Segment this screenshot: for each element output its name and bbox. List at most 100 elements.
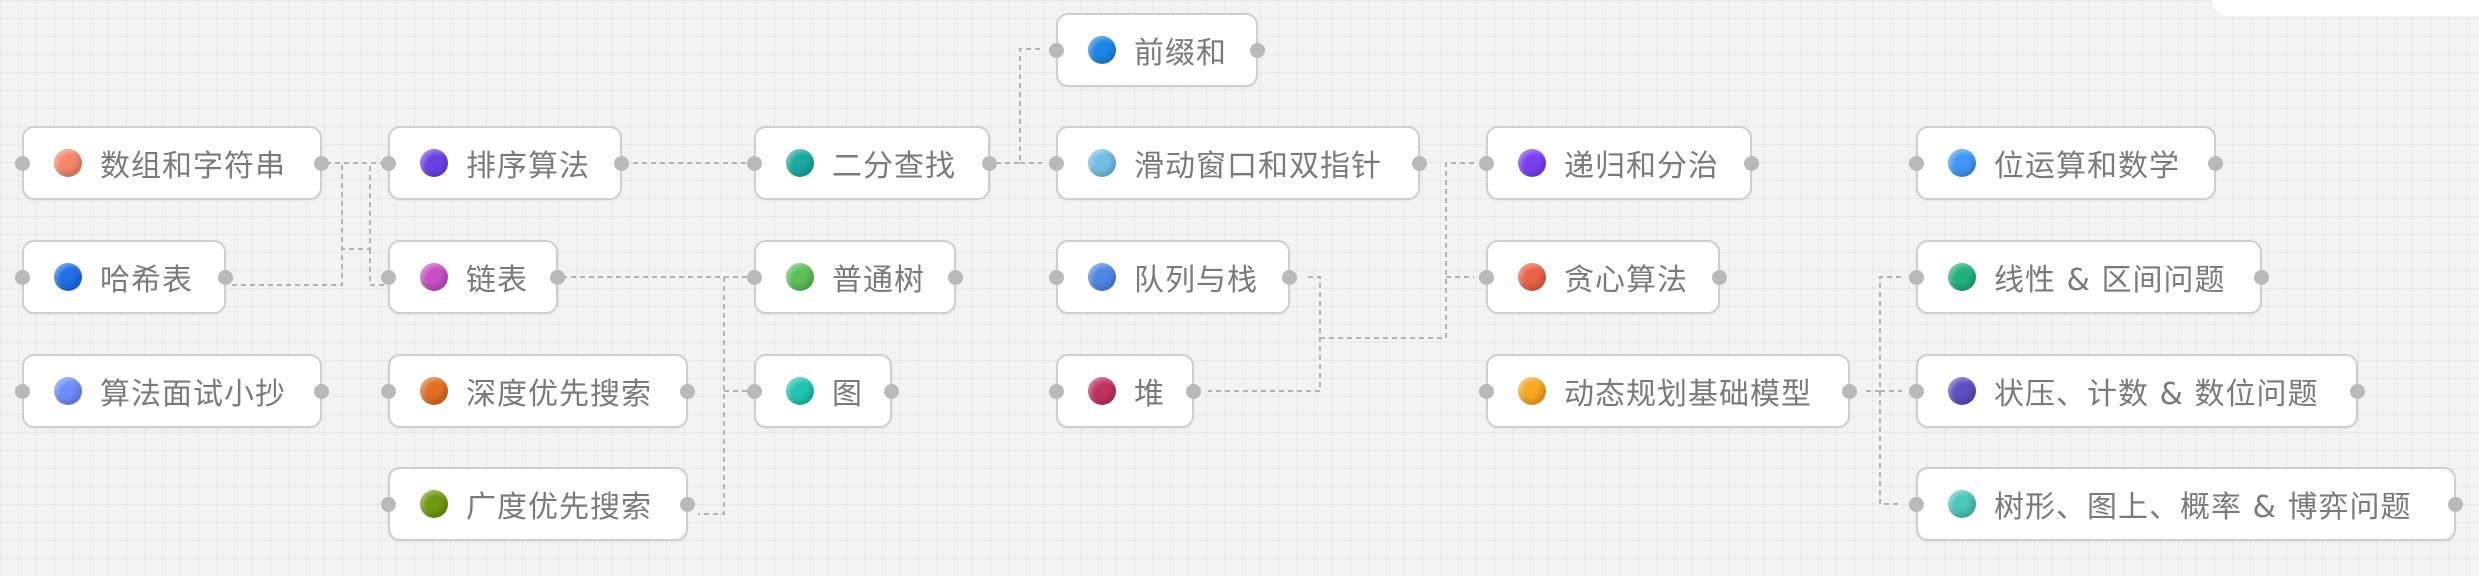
node-sliding-window[interactable]: 滑动窗口和双指针 [1049, 126, 1427, 200]
node-label: 递归和分治 [1564, 149, 1719, 184]
topic-dot-icon [786, 149, 814, 177]
topic-dot-icon [420, 377, 448, 405]
topic-dot-icon [420, 490, 448, 518]
edge-hash-sorting-linkedlist [232, 162, 384, 286]
right-port[interactable] [314, 155, 329, 171]
left-port[interactable] [1049, 155, 1064, 171]
topic-dot-icon [786, 377, 814, 405]
node-graph[interactable]: 图 [747, 354, 899, 428]
left-port[interactable] [381, 269, 396, 285]
right-port[interactable] [680, 383, 695, 399]
left-port[interactable] [747, 269, 762, 285]
left-port[interactable] [1049, 42, 1064, 58]
topic-dot-icon [1948, 149, 1976, 177]
node-label: 排序算法 [466, 149, 590, 184]
right-port[interactable] [1744, 155, 1759, 171]
left-port[interactable] [15, 269, 30, 285]
corner-panel [2212, 0, 2479, 16]
topic-dot-icon [786, 263, 814, 291]
right-port[interactable] [1250, 42, 1265, 58]
left-port[interactable] [381, 383, 396, 399]
node-label: 图 [832, 377, 863, 412]
node-linked-list[interactable]: 链表 [381, 240, 565, 314]
node-sorting[interactable]: 排序算法 [381, 126, 629, 200]
node-linear-interval[interactable]: 线性 & 区间问题 [1909, 240, 2269, 314]
right-port[interactable] [2448, 496, 2463, 512]
node-label: 树形、图上、概率 & 博弈问题 [1994, 490, 2412, 525]
left-port[interactable] [747, 155, 762, 171]
left-port[interactable] [1049, 383, 1064, 399]
edge-dp-subtopics [1866, 276, 1902, 505]
topic-dot-icon [54, 377, 82, 405]
node-tree-graph-probability[interactable]: 树形、图上、概率 & 博弈问题 [1909, 467, 2463, 541]
right-port[interactable] [1712, 269, 1727, 285]
node-label: 算法面试小抄 [100, 377, 286, 412]
node-hash-table[interactable]: 哈希表 [15, 240, 233, 314]
topic-dot-icon [54, 149, 82, 177]
node-binary-search[interactable]: 二分查找 [747, 126, 997, 200]
node-arrays-strings[interactable]: 数组和字符串 [15, 126, 329, 200]
right-port[interactable] [1282, 269, 1297, 285]
left-port[interactable] [1909, 496, 1924, 512]
node-tree[interactable]: 普通树 [747, 240, 963, 314]
topic-dot-icon [1088, 149, 1116, 177]
topic-dot-icon [420, 263, 448, 291]
node-label: 位运算和数学 [1994, 149, 2180, 184]
node-queue-stack[interactable]: 队列与栈 [1049, 240, 1297, 314]
node-heap[interactable]: 堆 [1049, 354, 1201, 428]
edge-linkedlist-tree-graph [562, 276, 750, 515]
left-port[interactable] [1479, 155, 1494, 171]
right-port[interactable] [2254, 269, 2269, 285]
right-port[interactable] [550, 269, 565, 285]
topic-dot-icon [1088, 36, 1116, 64]
right-port[interactable] [2208, 155, 2223, 171]
node-dynamic-programming[interactable]: 动态规划基础模型 [1479, 354, 1857, 428]
node-label: 前缀和 [1134, 36, 1227, 71]
right-port[interactable] [982, 155, 997, 171]
left-port[interactable] [381, 155, 396, 171]
topic-dot-icon [1518, 263, 1546, 291]
node-dfs[interactable]: 深度优先搜索 [381, 354, 695, 428]
left-port[interactable] [15, 155, 30, 171]
right-port[interactable] [614, 155, 629, 171]
node-prefix-sum[interactable]: 前缀和 [1049, 13, 1265, 87]
left-port[interactable] [1479, 269, 1494, 285]
node-recursion[interactable]: 递归和分治 [1479, 126, 1759, 200]
left-port[interactable] [1479, 383, 1494, 399]
node-label: 状压、计数 & 数位问题 [1994, 377, 2319, 412]
edge-arrays-junction [326, 162, 343, 249]
right-port[interactable] [680, 496, 695, 512]
left-port[interactable] [1909, 155, 1924, 171]
right-port[interactable] [948, 269, 963, 285]
node-label: 普通树 [832, 263, 925, 298]
node-bitmask-counting[interactable]: 状压、计数 & 数位问题 [1909, 354, 2365, 428]
right-port[interactable] [314, 383, 329, 399]
right-port[interactable] [1186, 383, 1201, 399]
node-interview-notes[interactable]: 算法面试小抄 [15, 354, 329, 428]
topic-dot-icon [1088, 377, 1116, 405]
node-bfs[interactable]: 广度优先搜索 [381, 467, 695, 541]
topic-dot-icon [54, 263, 82, 291]
right-port[interactable] [884, 383, 899, 399]
node-label: 数组和字符串 [100, 149, 286, 184]
topic-dot-icon [1518, 149, 1546, 177]
left-port[interactable] [1909, 383, 1924, 399]
right-port[interactable] [218, 269, 233, 285]
right-port[interactable] [1412, 155, 1427, 171]
left-port[interactable] [1909, 269, 1924, 285]
topic-dot-icon [1948, 377, 1976, 405]
edge-binarysearch-prefix-sliding [996, 48, 1042, 164]
left-port[interactable] [15, 383, 30, 399]
topic-dot-icon [1948, 490, 1976, 518]
node-greedy[interactable]: 贪心算法 [1479, 240, 1727, 314]
node-label: 链表 [466, 263, 528, 298]
right-port[interactable] [2350, 383, 2365, 399]
node-bits-math[interactable]: 位运算和数学 [1909, 126, 2223, 200]
left-port[interactable] [747, 383, 762, 399]
right-port[interactable] [1842, 383, 1857, 399]
left-port[interactable] [381, 496, 396, 512]
left-port[interactable] [1049, 269, 1064, 285]
edge-queue-heap-recursion-greedy [1208, 162, 1474, 392]
